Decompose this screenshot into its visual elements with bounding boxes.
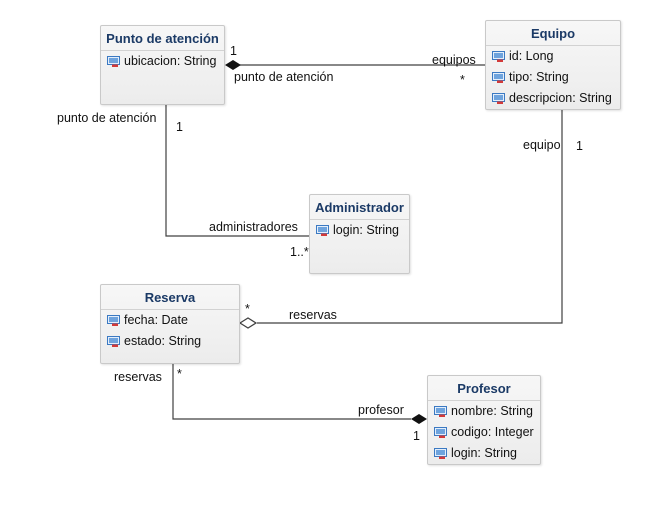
attribute-row[interactable]: estado: String [101, 331, 239, 352]
multiplicity-label: * [460, 73, 465, 87]
composition-diamond-punto [225, 60, 241, 70]
attribute-property-icon [434, 427, 447, 438]
attribute-row[interactable]: nombre: String [428, 401, 540, 422]
role-label: administradores [209, 220, 298, 234]
attribute-property-icon [492, 93, 505, 104]
attribute-text: ubicacion: String [124, 54, 217, 68]
assoc-line-reserva-profesor [172, 363, 411, 420]
class-name: Equipo [530, 26, 576, 41]
attribute-property-icon [492, 51, 505, 62]
attribute-text: login: String [451, 446, 518, 460]
composition-diamond-profesor [411, 414, 427, 424]
divider [486, 45, 620, 46]
role-label: punto de atención [57, 111, 157, 125]
attribute-property-icon [107, 56, 120, 67]
multiplicity-label: 1 [413, 429, 420, 443]
multiplicity-label: 1..* [290, 245, 309, 259]
role-label: equipo [523, 138, 561, 152]
attribute-text: estado: String [124, 334, 202, 348]
attribute-row[interactable]: codigo: Integer [428, 422, 540, 443]
multiplicity-label: 1 [176, 120, 183, 134]
attribute-text: descripcion: String [509, 91, 612, 105]
role-label: reservas [289, 308, 337, 322]
attribute-row[interactable]: tipo: String [486, 67, 620, 88]
multiplicity-label: 1 [576, 139, 583, 153]
assoc-line-equipo-reserva [257, 110, 563, 324]
attribute-row[interactable]: login: String [310, 220, 409, 241]
aggregation-diamond-reserva [238, 317, 258, 329]
role-label: reservas [114, 370, 162, 384]
class-punto-de-atencion[interactable]: Punto de atención ubicacion: String [100, 25, 225, 105]
attribute-text: fecha: Date [124, 313, 188, 327]
attribute-property-icon [107, 336, 120, 347]
attribute-row[interactable]: login: String [428, 443, 540, 464]
class-name: Reserva [144, 290, 196, 305]
attribute-property-icon [492, 72, 505, 83]
attribute-text: id: Long [509, 49, 554, 63]
role-label: profesor [358, 403, 404, 417]
attribute-row[interactable]: descripcion: String [486, 88, 620, 109]
attribute-text: tipo: String [509, 70, 569, 84]
attribute-property-icon [434, 448, 447, 459]
attribute-property-icon [316, 225, 329, 236]
divider [310, 219, 409, 220]
role-label: equipos [432, 53, 476, 67]
multiplicity-label: * [245, 302, 250, 316]
class-profesor[interactable]: Profesor nombre: String codigo: Integer … [427, 375, 541, 465]
multiplicity-label: * [177, 367, 182, 381]
role-label: punto de atención [234, 70, 334, 84]
attribute-text: codigo: Integer [451, 425, 534, 439]
class-name: Punto de atención [106, 31, 219, 46]
class-administrador[interactable]: Administrador login: String [309, 194, 410, 274]
attribute-property-icon [434, 406, 447, 417]
multiplicity-label: 1 [230, 44, 237, 58]
assoc-line-punto-admin [165, 105, 309, 237]
divider [101, 50, 224, 51]
divider [101, 309, 239, 310]
attribute-row[interactable]: fecha: Date [101, 310, 239, 331]
divider [428, 400, 540, 401]
attribute-text: nombre: String [451, 404, 533, 418]
attribute-row[interactable]: ubicacion: String [101, 51, 224, 72]
attribute-text: login: String [333, 223, 400, 237]
attribute-row[interactable]: id: Long [486, 46, 620, 67]
class-reserva[interactable]: Reserva fecha: Date estado: String [100, 284, 240, 364]
class-name: Profesor [457, 381, 511, 396]
attribute-property-icon [107, 315, 120, 326]
class-name: Administrador [315, 200, 404, 215]
class-equipo[interactable]: Equipo id: Long tipo: String descripcion… [485, 20, 621, 110]
